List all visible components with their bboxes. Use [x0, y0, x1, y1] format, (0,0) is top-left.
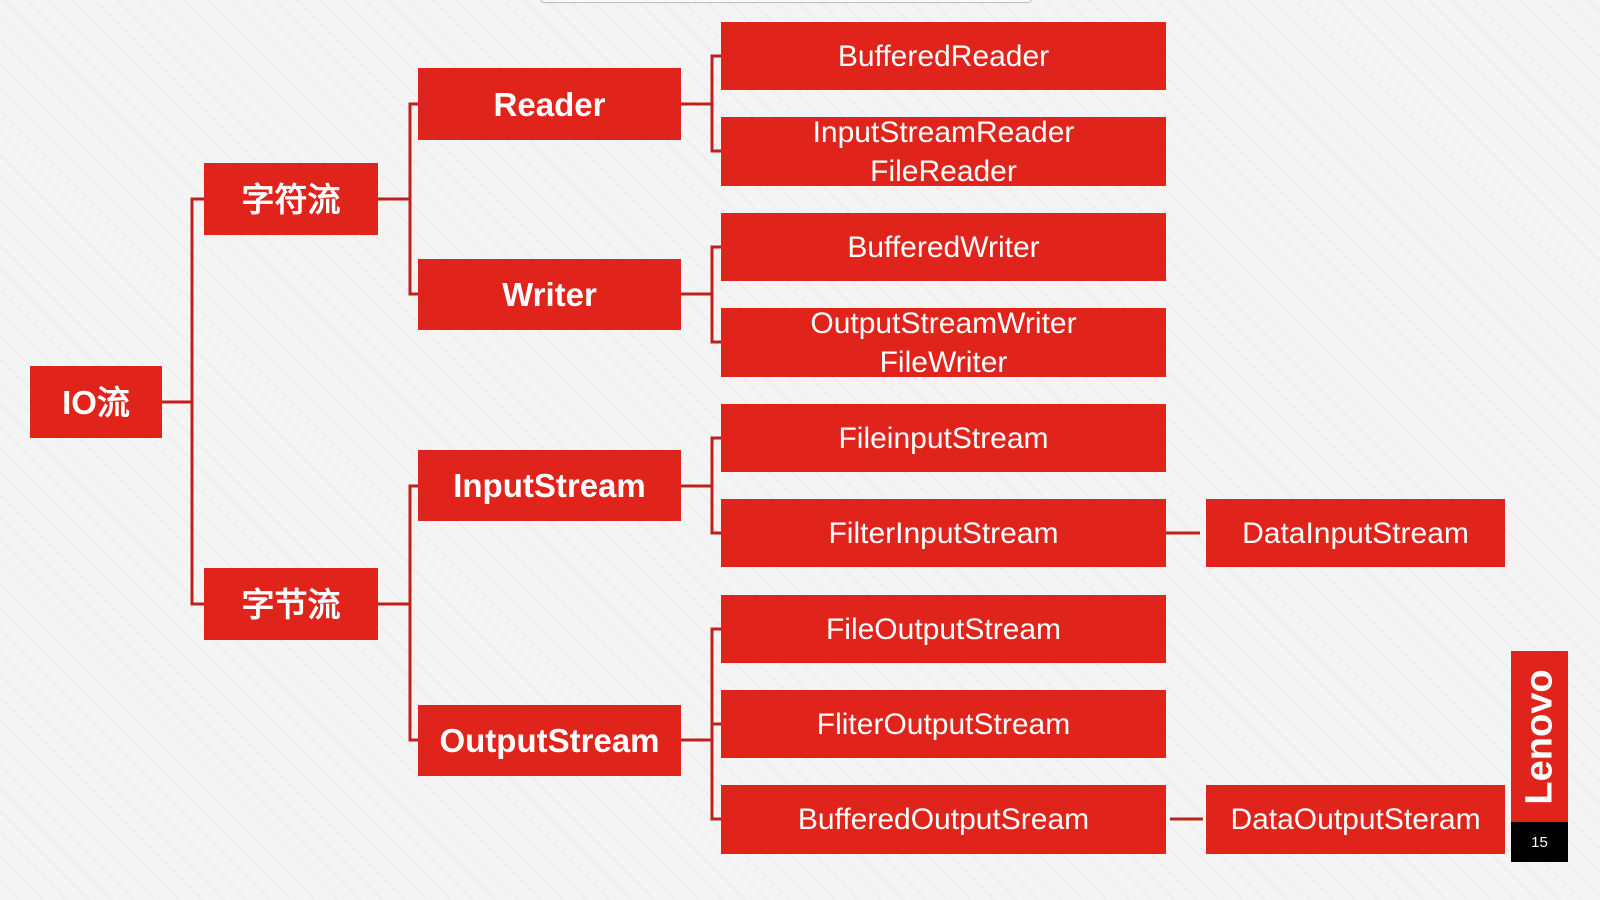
node-io-stream: IO流: [30, 366, 162, 438]
node-outputstream: OutputStream: [418, 705, 681, 776]
label-line: OutputStreamWriter: [810, 306, 1077, 340]
lenovo-logo: Lenovo: [1511, 651, 1568, 822]
node-fileoutputstream: FileOutputStream: [721, 595, 1166, 663]
node-dataoutputstream: DataOutputSteram: [1206, 785, 1505, 854]
node-bufferedoutputstream: BufferedOutputSream: [721, 785, 1166, 854]
node-filteroutputstream: FliterOutputStream: [721, 690, 1166, 758]
label-line: InputStreamReader: [812, 115, 1075, 149]
page-number: 15: [1511, 822, 1568, 862]
node-writer: Writer: [418, 259, 681, 330]
node-byte-stream: 字节流: [204, 568, 378, 640]
node-reader: Reader: [418, 68, 681, 140]
node-fileinputstream: FileinputStream: [721, 404, 1166, 472]
node-inputstream: InputStream: [418, 450, 681, 521]
node-filterinputstream: FilterInputStream: [721, 499, 1166, 567]
label-line: FileWriter: [879, 345, 1008, 379]
node-bufferedwriter: BufferedWriter: [721, 213, 1166, 281]
label-line: FileReader: [870, 154, 1017, 188]
brand-text: Lenovo: [1518, 668, 1560, 805]
node-character-stream: 字符流: [204, 163, 378, 235]
node-datainputstream: DataInputStream: [1206, 499, 1505, 567]
node-bufferedreader: BufferedReader: [721, 22, 1166, 90]
